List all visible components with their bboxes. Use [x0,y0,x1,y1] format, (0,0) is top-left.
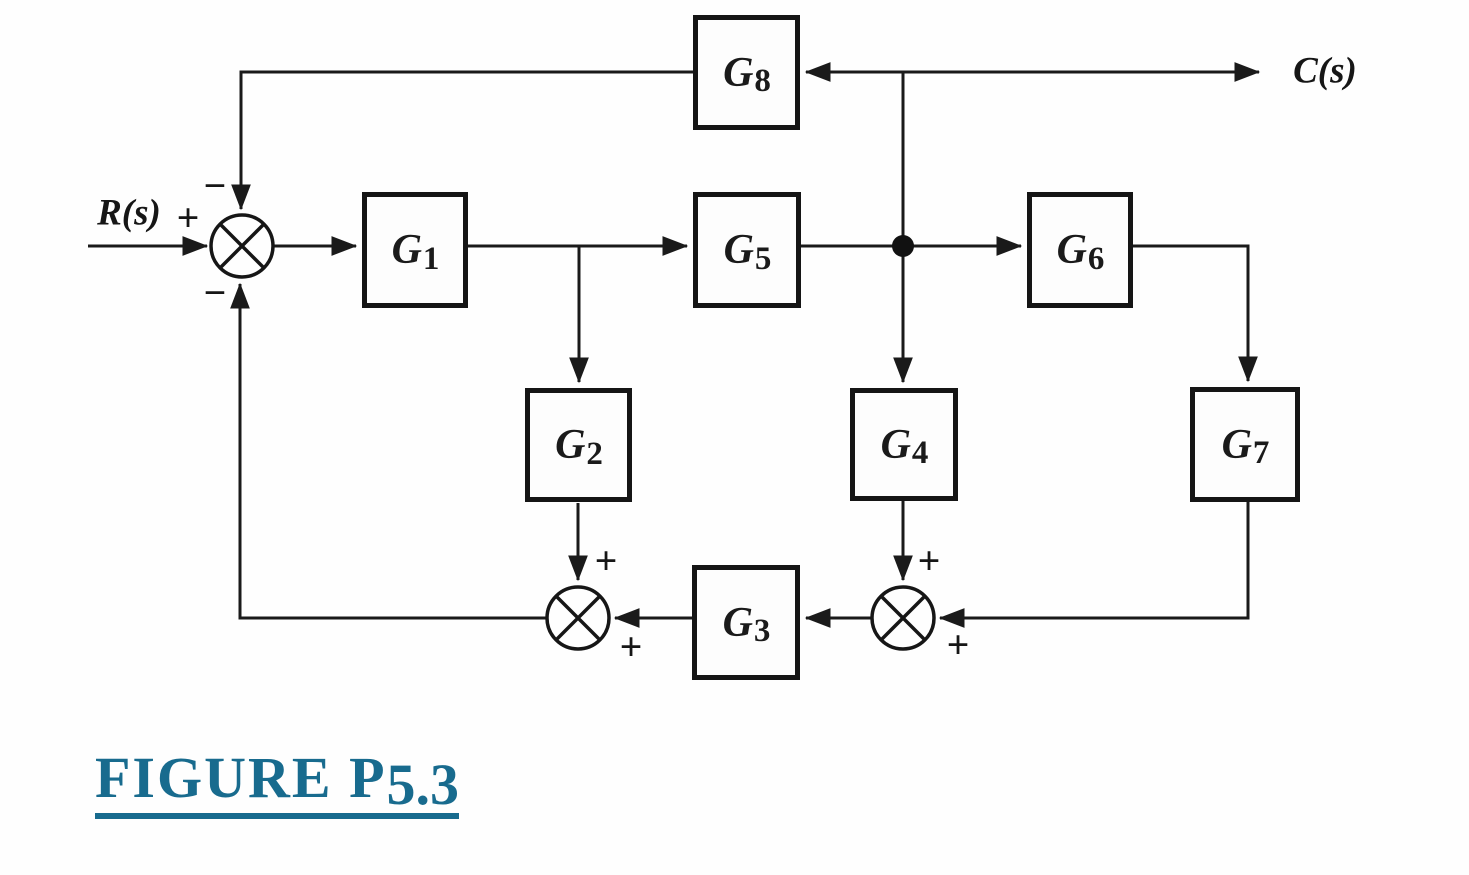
figure-caption-prefix: FIGURE P [95,745,387,810]
sign-sum3-right-plus: + [946,622,970,667]
sign-main-bottom-minus: − [203,270,227,315]
summing-junction-main [209,213,275,279]
block-g7-label: G [1221,421,1252,468]
block-g1-label: G [391,227,422,273]
figure-caption: FIGURE P5.3 [95,746,459,819]
summing-junction-right-bottom [870,585,936,651]
wire-g8-feedback [231,70,693,211]
pickoff-node [892,235,914,257]
input-signal-label: R(s) [97,192,161,234]
sign-sum3-top-plus: + [917,538,941,583]
sign-main-top-minus: − [203,163,227,208]
sign-sum2-top-plus: + [594,538,618,583]
wire-g6-to-g7 [1133,244,1258,383]
sign-sum2-right-plus: + [619,624,643,669]
block-g3-label: G [722,599,753,646]
block-g6-label: G [1056,227,1087,273]
wire-bottom-feedback [230,282,546,620]
block-g2-label: G [555,422,586,468]
wire-g7-to-sum [938,502,1250,628]
summing-junction-left-bottom [545,585,611,651]
block-g5-label: G [723,227,754,273]
block-g4-label: G [880,421,911,468]
figure-caption-number: 5.3 [386,752,460,817]
sign-main-input-plus: + [176,195,200,240]
block-g8-label: G [723,49,754,96]
output-signal-label: C(s) [1293,50,1357,92]
